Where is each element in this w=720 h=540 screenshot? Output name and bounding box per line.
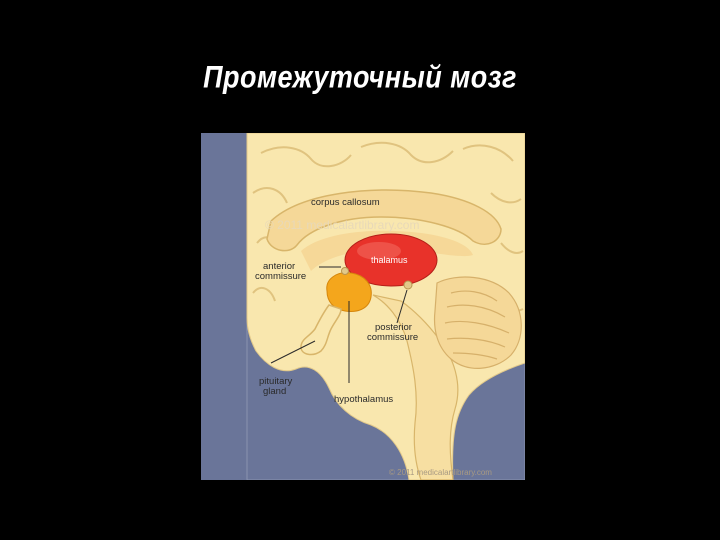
label-corpus-callosum: corpus callosum <box>311 197 380 208</box>
label-posterior-commissure-line2: commissure <box>367 332 418 343</box>
label-pituitary-gland-line1: pituitary <box>259 376 293 387</box>
copyright-text: © 2011 medicalartlibrary.com <box>389 468 492 477</box>
label-pituitary-gland-line2: gland <box>263 386 286 397</box>
posterior-commissure <box>403 280 413 290</box>
label-anterior-commissure-line2: commissure <box>255 271 306 282</box>
label-anterior-commissure-line1: anterior <box>263 261 295 272</box>
corpus-callosum <box>266 189 502 252</box>
leader-lines <box>270 266 408 383</box>
watermark-center: © 2011 medicalartlibrary.com <box>265 218 419 232</box>
cerebellum <box>433 276 522 369</box>
label-hypothalamus: hypothalamus <box>334 394 393 405</box>
label-posterior-commissure-line1: posterior <box>375 322 412 333</box>
label-thalamus: thalamus <box>371 255 408 265</box>
anterior-commissure <box>341 267 349 275</box>
pituitary-gland <box>300 304 342 356</box>
ventricle <box>301 230 473 271</box>
brain-illustration: © 2011 medicalartlibrary.com corpus call… <box>246 133 525 480</box>
slide-title: Промежуточный мозг <box>203 59 517 95</box>
brain-sagittal-diagram: © 2011 medicalartlibrary.com corpus call… <box>201 133 525 480</box>
